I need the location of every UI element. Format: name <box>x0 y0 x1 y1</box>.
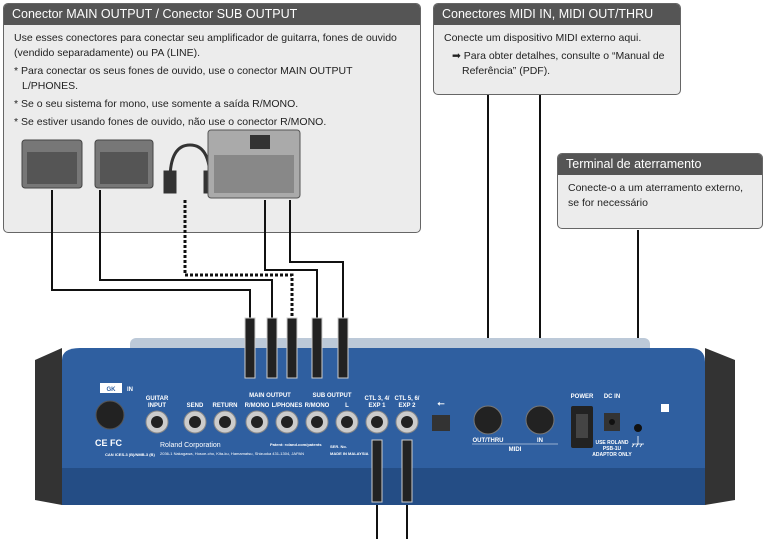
svg-text:L: L <box>345 403 349 409</box>
arrow-right-icon: ➡ <box>452 50 461 62</box>
svg-text:MIDI: MIDI <box>509 447 522 453</box>
midi-ports[interactable] <box>473 405 555 435</box>
usb-port[interactable] <box>432 415 450 431</box>
svg-text:Roland Corporation: Roland Corporation <box>160 442 221 449</box>
svg-text:R/MONO: R/MONO <box>305 403 330 409</box>
svg-text:CTL 5, 6/: CTL 5, 6/ <box>395 396 420 402</box>
svg-text:EXP 2: EXP 2 <box>399 403 417 409</box>
svg-text:IN: IN <box>537 438 543 444</box>
svg-text:SEND: SEND <box>187 403 204 409</box>
svg-text:SER. No.: SER. No. <box>330 444 347 449</box>
guitar-amp-image <box>21 139 83 189</box>
plugs <box>244 317 413 503</box>
svg-text:EXP 1: EXP 1 <box>369 403 387 409</box>
svg-text:CAN ICES-3 (B)/NMB-3 (B): CAN ICES-3 (B)/NMB-3 (B) <box>105 452 155 457</box>
ground-text: Conecte-o a um aterramento externo, se f… <box>568 182 744 209</box>
lock-icon <box>661 404 669 412</box>
svg-text:R/MONO: R/MONO <box>245 403 270 409</box>
svg-text:POWER: POWER <box>571 394 594 400</box>
svg-text:GUITAR: GUITAR <box>146 396 169 402</box>
svg-text:MADE IN MALAYSIA: MADE IN MALAYSIA <box>330 451 369 456</box>
mixer-image <box>207 129 301 199</box>
midi-callout: Conectores MIDI IN, MIDI OUT/THRU Conect… <box>433 3 681 95</box>
ground-title: Terminal de aterramento <box>558 154 762 175</box>
svg-text:ADAPTOR ONLY: ADAPTOR ONLY <box>592 452 632 458</box>
svg-text:2036-1 Nakagawa, Hosoe-cho, Ki: 2036-1 Nakagawa, Hosoe-cho, Kita-ku, Ham… <box>160 451 304 456</box>
svg-text:USE ROLAND: USE ROLAND <box>595 440 628 446</box>
svg-text:SUB OUTPUT: SUB OUTPUT <box>313 393 352 399</box>
gk-connector[interactable]: GK IN <box>95 383 133 430</box>
svg-text:IN: IN <box>127 387 133 393</box>
svg-text:OUT/THRU: OUT/THRU <box>473 438 504 444</box>
svg-text:PSB-1U: PSB-1U <box>603 446 622 452</box>
usb-icon: ⭠ <box>437 398 445 408</box>
svg-text:RETURN: RETURN <box>213 403 238 409</box>
svg-text:GK: GK <box>107 387 117 393</box>
svg-text:DC IN: DC IN <box>604 394 620 400</box>
svg-text:CE FC: CE FC <box>95 438 123 448</box>
output-devices <box>21 129 301 199</box>
ground-terminal[interactable] <box>634 424 642 432</box>
svg-text:Patent: roland.com/patents: Patent: roland.com/patents <box>270 442 322 447</box>
svg-text:CTL 3, 4/: CTL 3, 4/ <box>365 396 390 402</box>
guitar-amp-image <box>94 139 154 189</box>
midi-text: Conecte um dispositivo MIDI externo aqui… <box>444 32 642 44</box>
midi-title: Conectores MIDI IN, MIDI OUT/THRU <box>434 4 680 25</box>
svg-text:MAIN OUTPUT: MAIN OUTPUT <box>249 393 291 399</box>
midi-ref: Para obter detalhes, consulte o “Manual … <box>462 50 665 77</box>
ground-icon <box>631 436 644 448</box>
ground-callout: Terminal de aterramento Conecte-o a um a… <box>557 153 763 229</box>
svg-text:INPUT: INPUT <box>148 403 166 409</box>
svg-text:L/PHONES: L/PHONES <box>272 403 303 409</box>
